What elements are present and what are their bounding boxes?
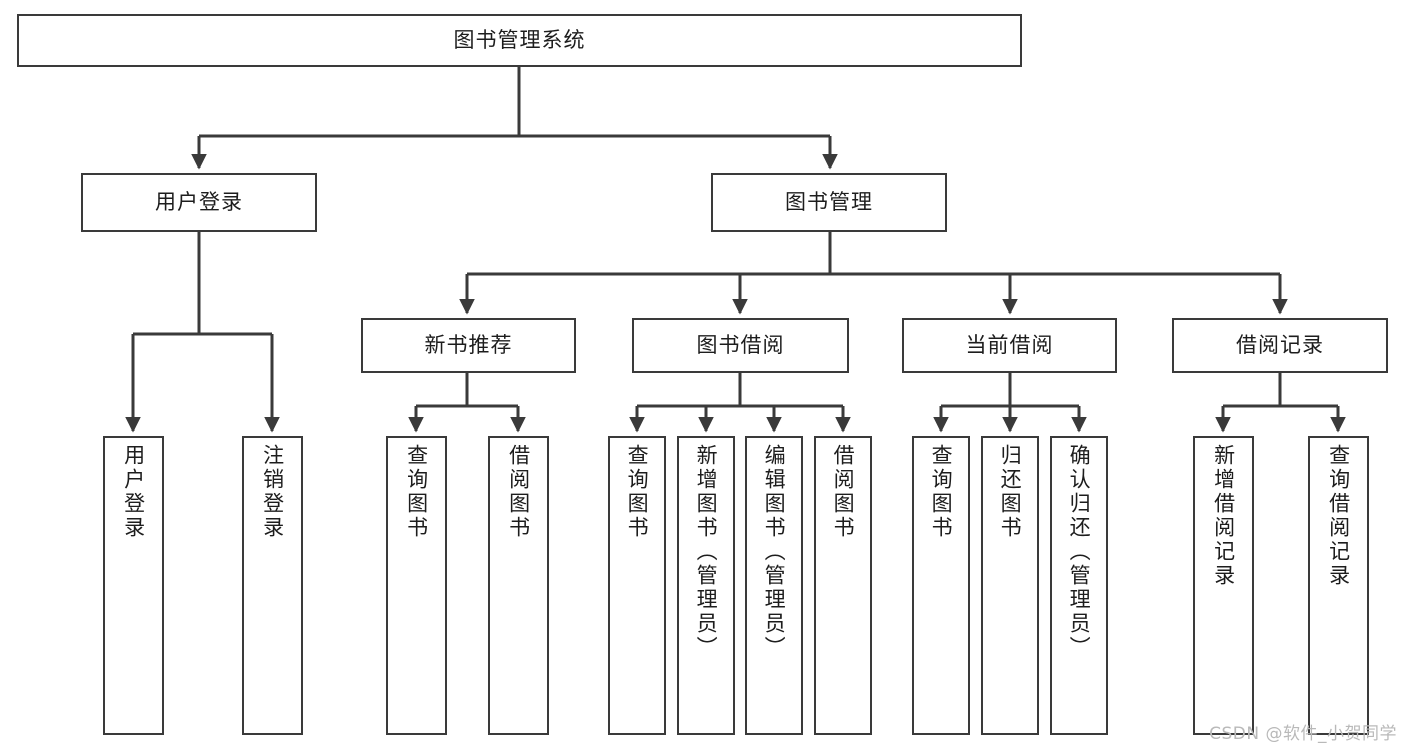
leaf-borrow-book-2[interactable]: 借阅图书: [814, 436, 872, 735]
leaf-query-borrow-record-label: 查询借阅记录: [1326, 444, 1351, 588]
leaf-user-login-label: 用户登录: [121, 444, 146, 540]
leaf-borrow-book-2-label: 借阅图书: [831, 444, 856, 540]
node-current-borrowing[interactable]: 当前借阅: [902, 318, 1117, 373]
node-root[interactable]: 图书管理系统: [17, 14, 1022, 67]
node-user-login[interactable]: 用户登录: [81, 173, 317, 232]
leaf-edit-book-label: 编辑图书（管理员）: [762, 444, 787, 660]
leaf-borrow-book-1-label: 借阅图书: [506, 444, 531, 540]
node-borrowing-record-label: 借阅记录: [1236, 333, 1324, 358]
node-new-book-recommendation-label: 新书推荐: [424, 333, 513, 358]
node-new-book-recommendation[interactable]: 新书推荐: [361, 318, 576, 373]
leaf-query-book-1[interactable]: 查询图书: [386, 436, 447, 735]
leaf-borrow-book-1[interactable]: 借阅图书: [488, 436, 549, 735]
leaf-query-borrow-record[interactable]: 查询借阅记录: [1308, 436, 1369, 735]
leaf-query-book-2-label: 查询图书: [625, 444, 650, 540]
node-user-login-label: 用户登录: [155, 190, 243, 215]
leaf-logout[interactable]: 注销登录: [242, 436, 303, 735]
node-borrowing-record[interactable]: 借阅记录: [1172, 318, 1388, 373]
leaf-logout-label: 注销登录: [260, 444, 285, 540]
node-book-borrowing[interactable]: 图书借阅: [632, 318, 849, 373]
node-book-management-label: 图书管理: [785, 190, 873, 215]
leaf-query-book-3[interactable]: 查询图书: [912, 436, 970, 735]
node-book-management[interactable]: 图书管理: [711, 173, 947, 232]
leaf-edit-book[interactable]: 编辑图书（管理员）: [745, 436, 803, 735]
leaf-add-book-label: 新增图书（管理员）: [694, 444, 719, 660]
leaf-confirm-return[interactable]: 确认归还（管理员）: [1050, 436, 1108, 735]
leaf-add-borrow-record[interactable]: 新增借阅记录: [1193, 436, 1254, 735]
leaf-confirm-return-label: 确认归还（管理员）: [1067, 444, 1092, 660]
leaf-user-login[interactable]: 用户登录: [103, 436, 164, 735]
csdn-watermark: CSDN @软件_小贺同学: [1209, 724, 1397, 744]
leaf-return-book[interactable]: 归还图书: [981, 436, 1039, 735]
leaf-query-book-2[interactable]: 查询图书: [608, 436, 666, 735]
leaf-query-book-3-label: 查询图书: [929, 444, 954, 540]
leaf-query-book-1-label: 查询图书: [404, 444, 429, 540]
leaf-add-borrow-record-label: 新增借阅记录: [1211, 444, 1236, 588]
leaf-add-book[interactable]: 新增图书（管理员）: [677, 436, 735, 735]
node-root-label: 图书管理系统: [453, 28, 586, 53]
leaf-return-book-label: 归还图书: [998, 444, 1023, 540]
node-book-borrowing-label: 图书借阅: [696, 333, 785, 358]
node-current-borrowing-label: 当前借阅: [965, 333, 1054, 358]
